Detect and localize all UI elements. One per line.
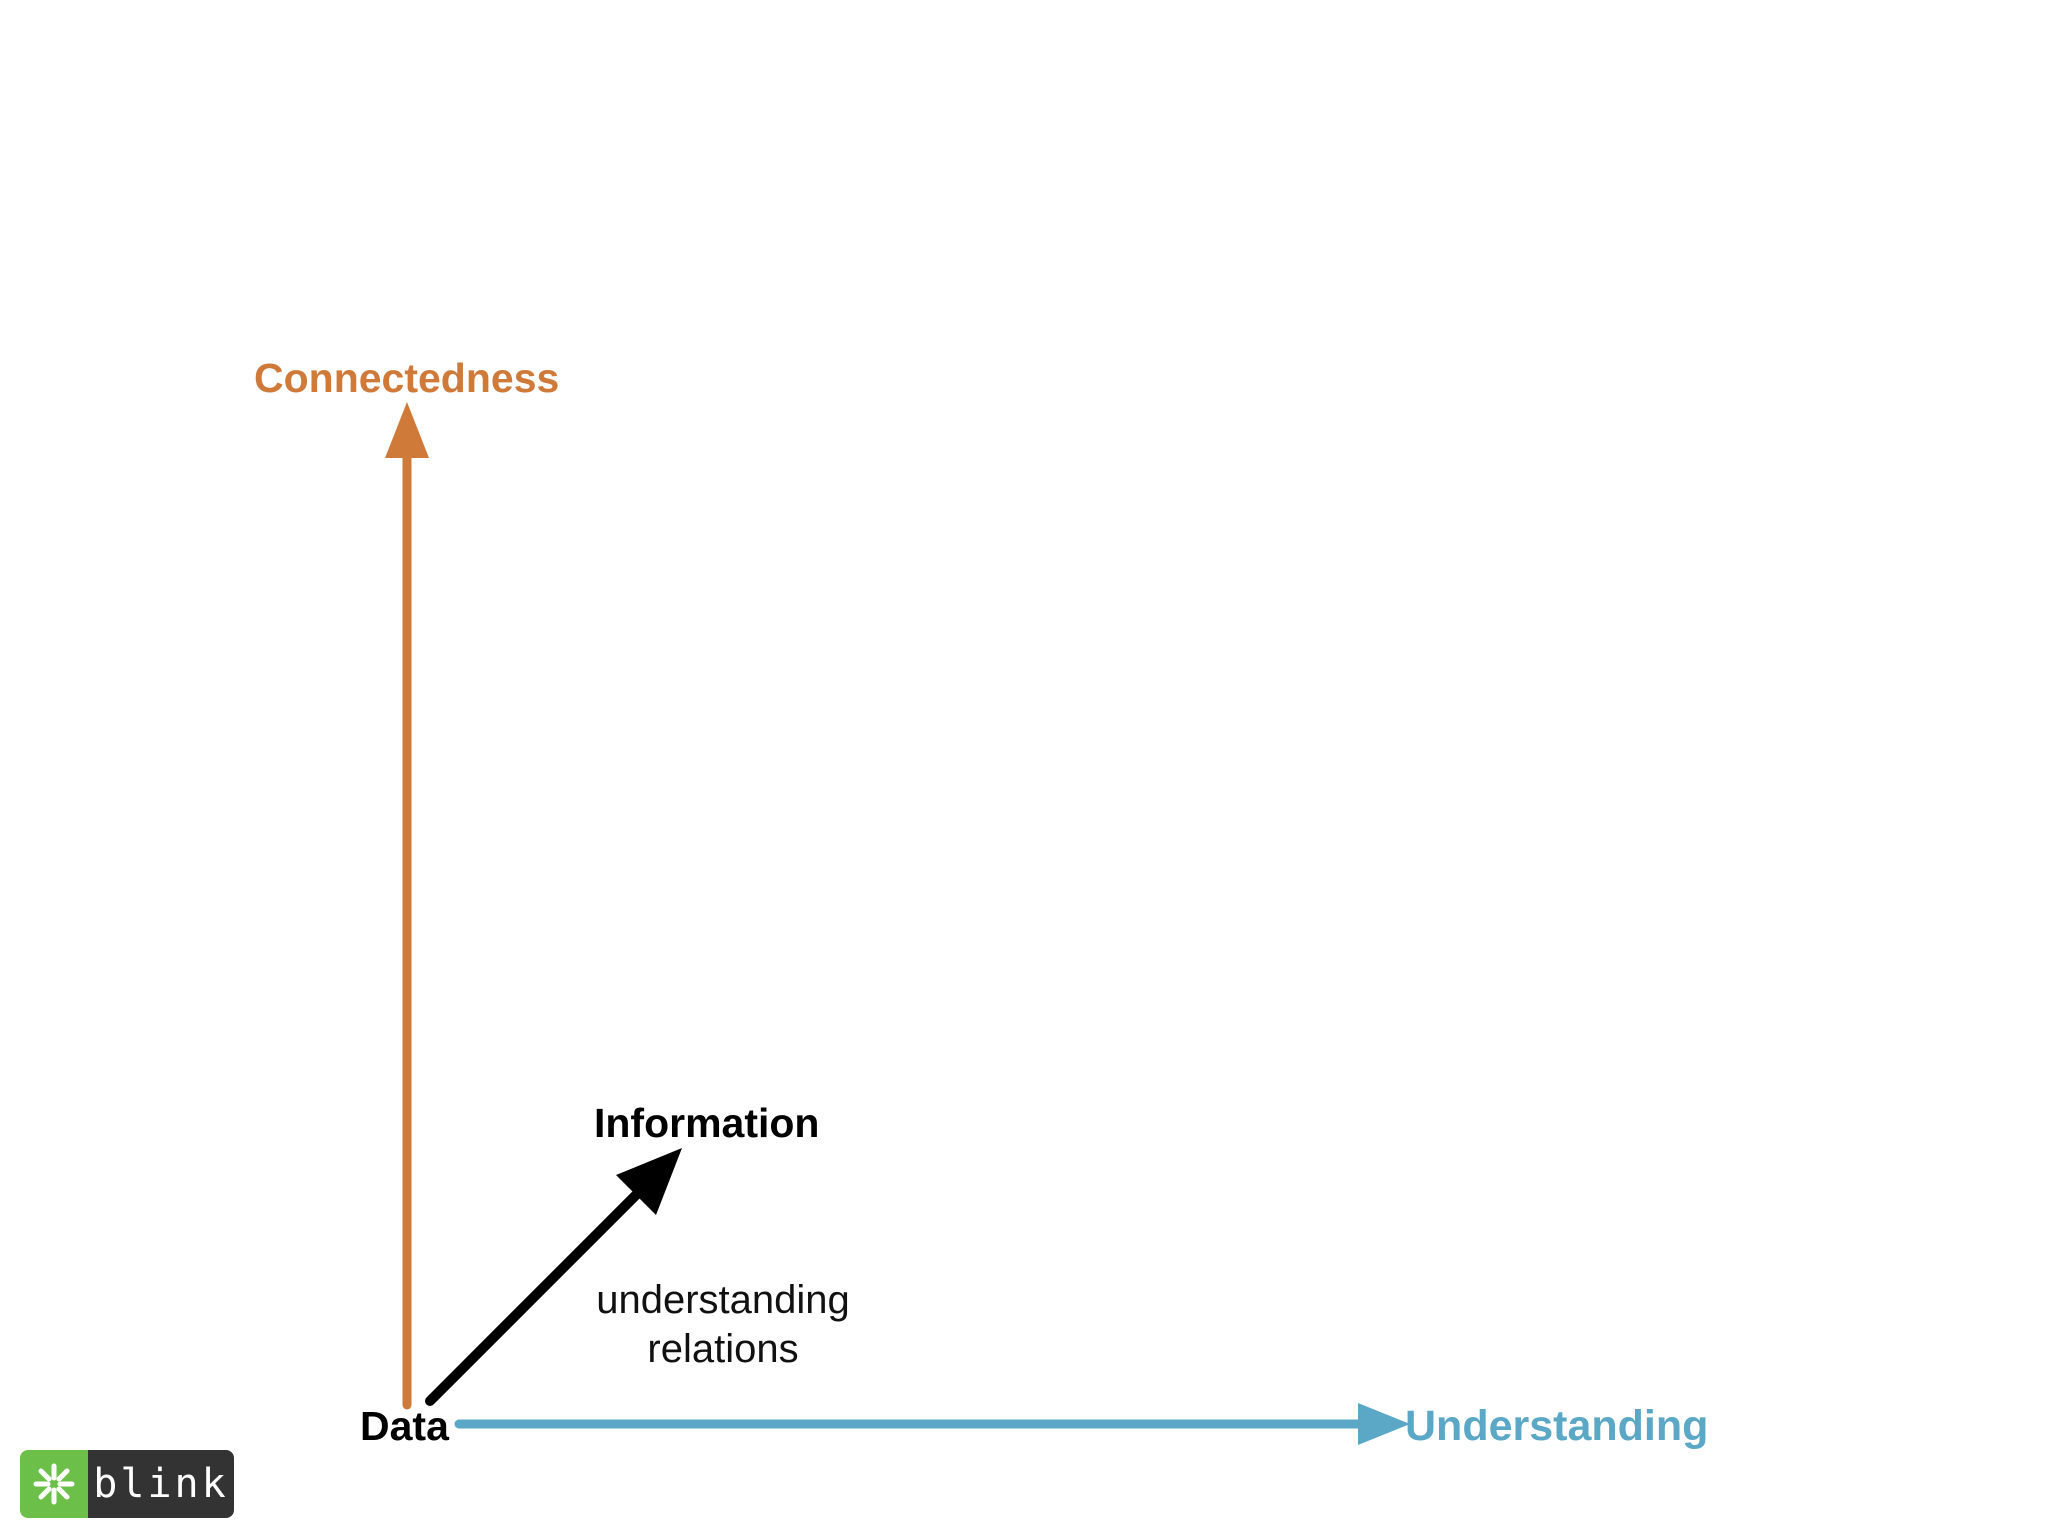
blink-logo: blink [20, 1450, 234, 1518]
logo-text: blink [93, 1461, 229, 1507]
information-label: Information [594, 1100, 820, 1146]
logo-wordmark: blink [88, 1450, 234, 1518]
understanding-label: Understanding [1405, 1402, 1709, 1450]
asterisk-flower-icon [20, 1450, 88, 1518]
information-arrow [425, 1148, 682, 1406]
understanding-axis-arrow [454, 1403, 1410, 1445]
understanding-relations-line: relations [647, 1327, 799, 1371]
understanding-relations-label: understanding relations [578, 1276, 868, 1374]
data-label: Data [360, 1403, 449, 1449]
connectedness-label: Connectedness [254, 355, 560, 401]
understanding-relations-line: understanding [596, 1278, 850, 1322]
connectedness-axis-arrow [385, 402, 429, 1410]
